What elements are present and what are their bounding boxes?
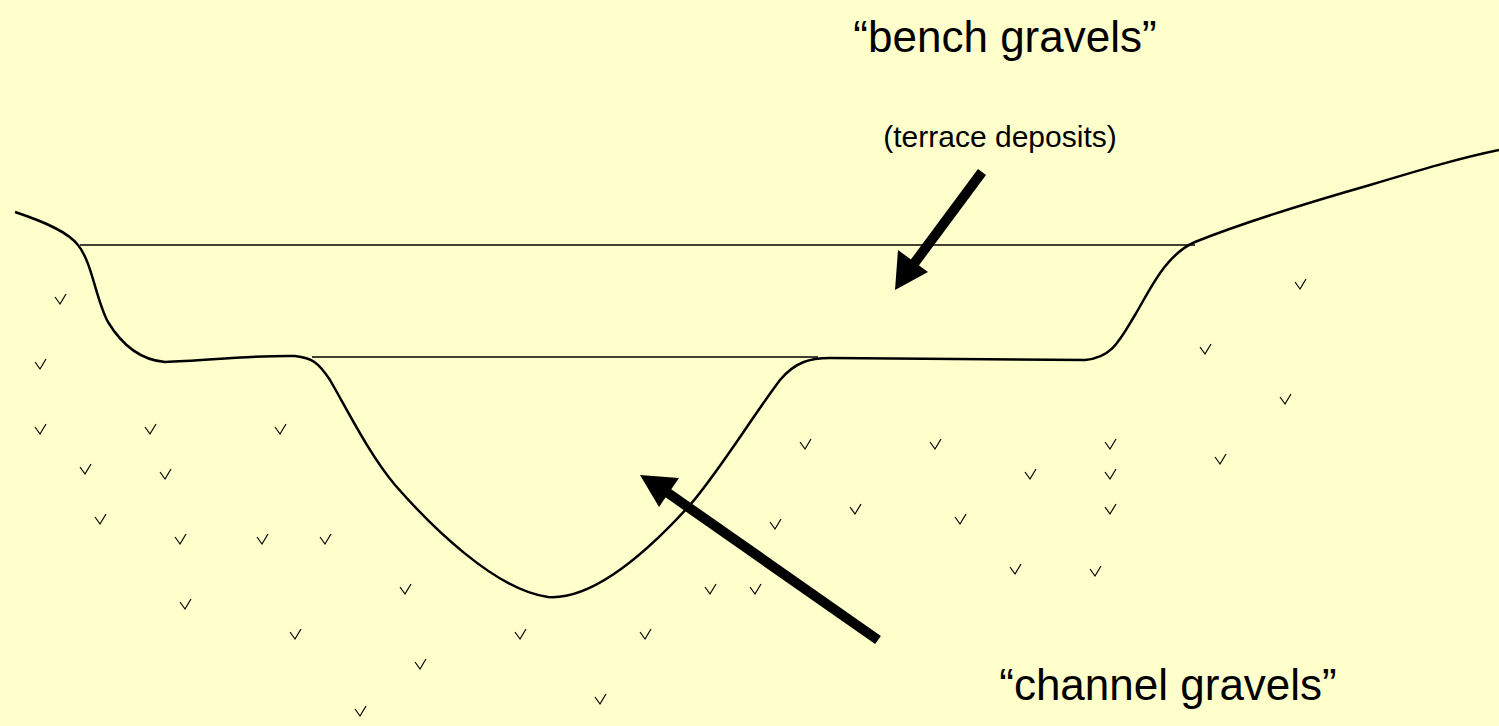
bedrock-symbol <box>1215 454 1226 464</box>
bedrock-symbol <box>415 659 426 669</box>
bedrock-symbol <box>35 359 46 369</box>
bedrock-symbol <box>35 424 46 434</box>
bedrock-symbol <box>1025 469 1036 479</box>
bedrock-symbol <box>145 424 156 434</box>
bedrock-symbol <box>257 534 268 544</box>
bedrock-symbol <box>1295 279 1306 289</box>
bedrock-symbol <box>1105 439 1116 449</box>
bedrock-symbol <box>1280 394 1291 404</box>
bedrock-symbol <box>275 424 286 434</box>
bedrock-symbol <box>1105 469 1116 479</box>
bedrock-symbol <box>595 694 606 704</box>
bedrock-symbol <box>1090 566 1101 576</box>
bedrock-symbol <box>400 584 411 594</box>
leader-arrow <box>895 172 982 290</box>
bedrock-symbol <box>770 519 781 529</box>
bedrock-symbol <box>705 584 716 594</box>
terrain-profile <box>15 150 1499 597</box>
bedrock-symbol <box>850 504 861 514</box>
bedrock-symbol <box>355 706 366 716</box>
bedrock-symbol <box>955 514 966 524</box>
bedrock-symbol <box>750 584 761 594</box>
region-note: (terrace deposits) <box>883 120 1116 155</box>
bedrock-symbol <box>1200 344 1211 354</box>
region-label: “channel gravels” <box>999 660 1337 711</box>
bedrock-symbol <box>320 534 331 544</box>
bedrock-symbol <box>160 469 171 479</box>
bedrock-symbol <box>930 439 941 449</box>
leader-arrow <box>640 475 878 640</box>
channel-top-line <box>312 356 818 357</box>
bedrock-symbol <box>55 294 66 304</box>
bedrock-symbol <box>290 629 301 639</box>
region-label: “bench gravels” <box>853 12 1156 63</box>
bedrock-symbol <box>80 464 91 474</box>
bedrock-symbol <box>95 514 106 524</box>
bedrock-symbol <box>1105 504 1116 514</box>
bedrock-symbol <box>180 599 191 609</box>
bedrock-symbol <box>800 439 811 449</box>
bedrock-symbol <box>640 629 651 639</box>
terrace-top-line <box>80 244 1195 245</box>
bedrock-symbol <box>1010 564 1021 574</box>
bedrock-symbol <box>515 629 526 639</box>
bedrock-symbol <box>175 534 186 544</box>
